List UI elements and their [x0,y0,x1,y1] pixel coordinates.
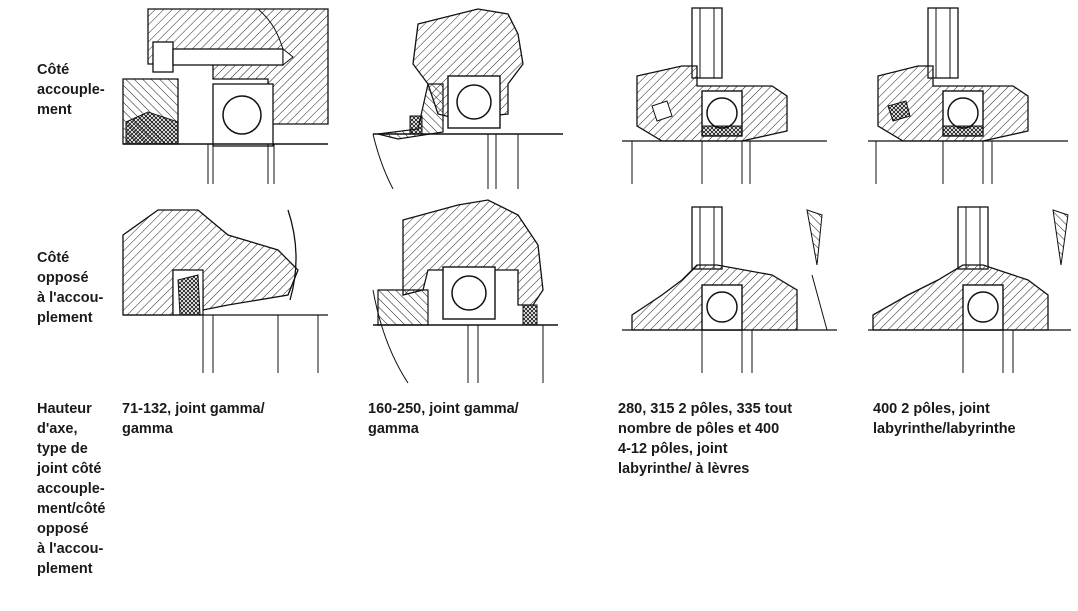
row-label-header: Hauteur d'axe, type de joint côté accoup… [37,401,106,577]
caption-col-2: 160-250, joint gamma/ gamma [368,401,519,437]
drawing-coupling-160-250 [368,4,568,189]
drawing-coupling-400-2p [868,6,1073,184]
caption-col-3: 280, 315 2 pôles, 335 tout nombre de pôl… [618,401,793,477]
drawing-coupling-71-132 [118,4,333,186]
row-label-coupling-side: Côté accouple- ment [37,62,105,118]
drawing-opposite-280-400 [622,205,842,375]
drawing-opposite-400-2p [868,205,1073,375]
caption-col-1: 71-132, joint gamma/ gamma [122,401,265,437]
row-label-opposite-side: Côté opposé à l'accou- plement [37,250,104,326]
drawing-opposite-71-132 [118,205,333,375]
drawing-opposite-160-250 [368,195,568,385]
drawing-coupling-280-400 [622,6,832,184]
caption-col-4: 400 2 pôles, joint labyrinthe/labyrinthe [873,401,1016,437]
